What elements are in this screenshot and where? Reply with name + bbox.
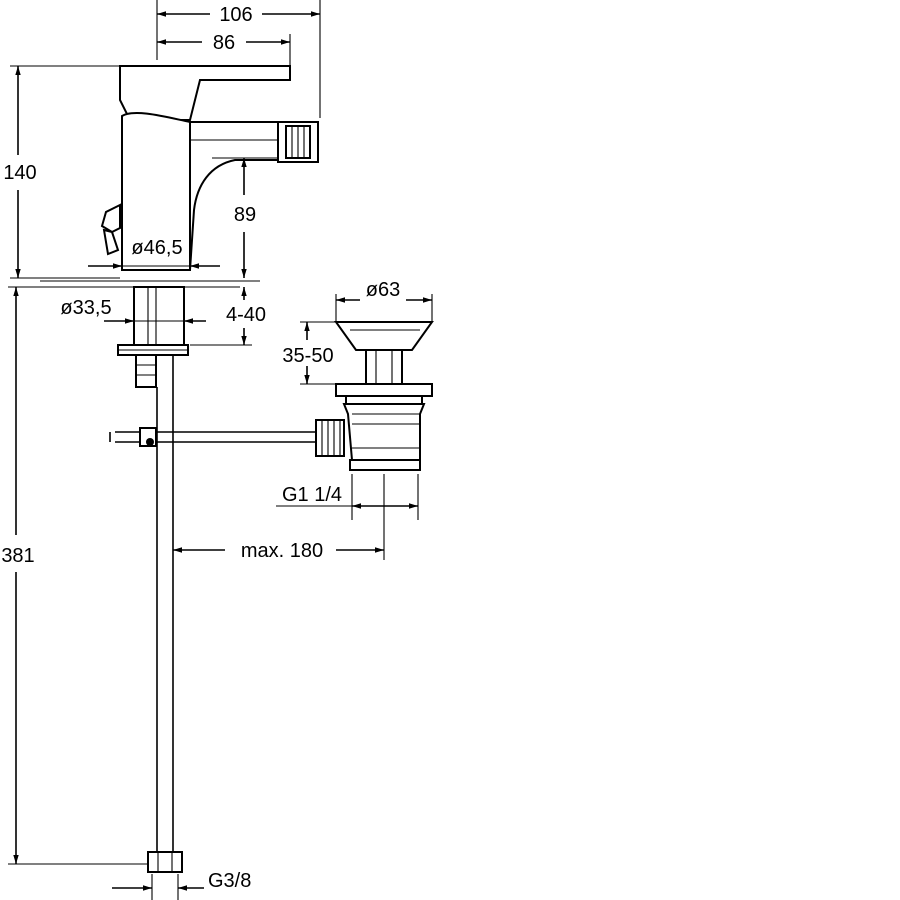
popup-range-label: 35-50 [282,345,333,367]
width-overall-label: 106 [219,4,252,26]
popup-diameter-label: ø63 [366,279,400,301]
dimension-width-overall: 106 [156,0,321,118]
faucet-body [100,65,319,271]
popup-waste-valve [334,321,434,471]
supply-hose [147,355,183,873]
dimension-height-top: 140 [3,65,120,279]
shank-diameter-label: ø33,5 [60,297,111,319]
spout-height-label: 89 [234,204,256,226]
hose-thread-label: G3/8 [208,870,251,892]
waste-thread-label: G1 1/4 [282,484,342,506]
dimension-waste-thread: G1 1/4 [276,474,419,560]
dimension-spout-height: 89 [212,157,278,278]
height-top-label: 140 [3,162,36,184]
width-lever-label: 86 [213,32,235,54]
dimension-popup-diameter: ø63 [335,279,433,322]
dimension-hose-thread: G3/8 [112,870,251,900]
total-height-label: 381 [1,545,34,567]
dimension-width-lever: 86 [157,32,291,66]
body-diameter-label: ø46,5 [131,237,182,259]
dimension-shank-diameter: ø33,5 [60,297,206,324]
max-distance-label: max. 180 [241,540,323,562]
dimension-body-diameter: ø46,5 [88,237,220,269]
dimension-popup-range: 35-50 [282,321,336,385]
deck-thickness-label: 4-40 [226,304,266,326]
dimension-deck-thickness: 4-40 [190,287,266,346]
mounting-shank [40,280,260,388]
dimension-total-height: 381 [1,286,150,865]
dimension-max-distance: max. 180 [173,540,384,562]
popup-rod [109,419,345,457]
